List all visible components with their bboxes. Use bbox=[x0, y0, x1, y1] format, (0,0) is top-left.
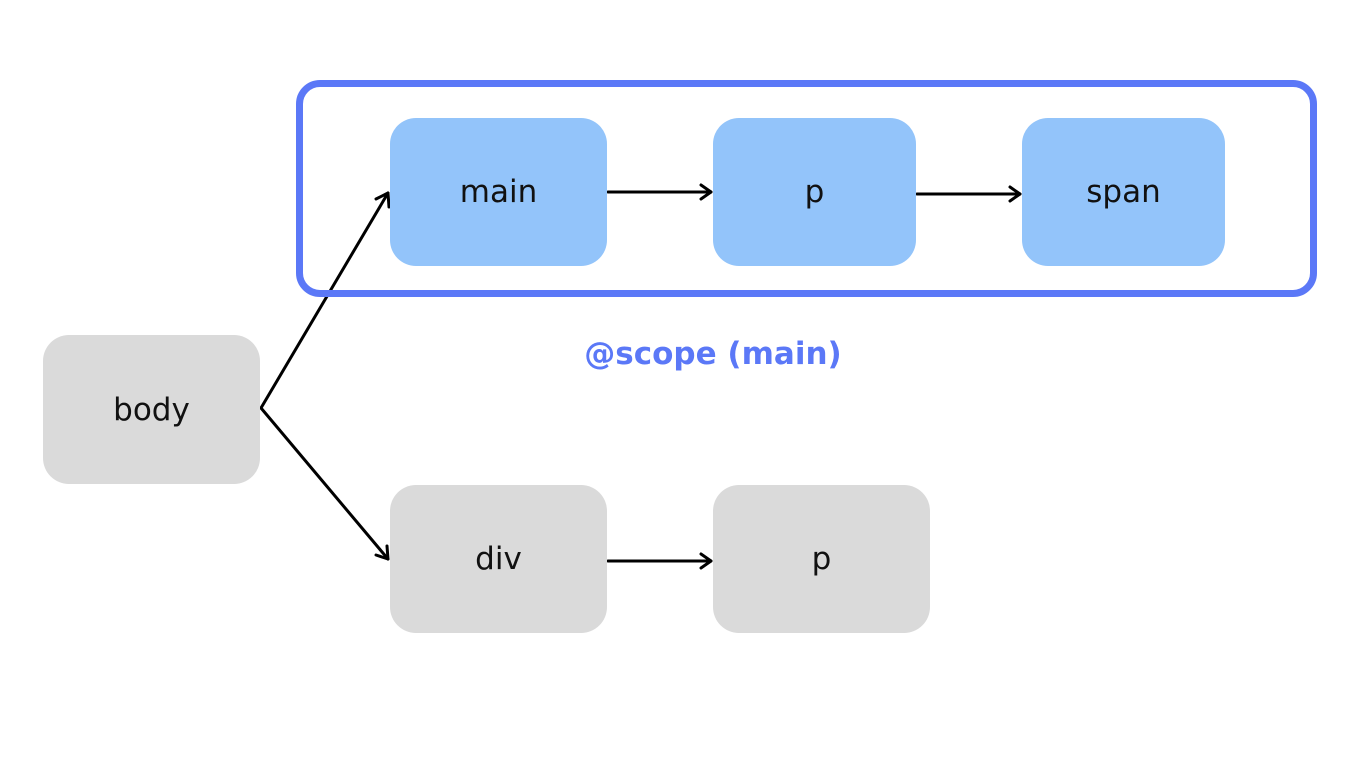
node-div-label: div bbox=[475, 541, 522, 577]
node-span-label: span bbox=[1086, 174, 1161, 210]
node-div-p: p bbox=[713, 485, 930, 633]
node-main-p: p bbox=[713, 118, 916, 266]
edge-body-div bbox=[259, 406, 390, 561]
node-main-label: main bbox=[459, 174, 538, 210]
scope-label: @scope (main) bbox=[584, 336, 842, 372]
node-span: span bbox=[1022, 118, 1225, 266]
node-main: main bbox=[390, 118, 607, 266]
node-div: div bbox=[390, 485, 607, 633]
scope-boundary bbox=[296, 80, 1317, 297]
edge-div-p bbox=[606, 552, 713, 570]
node-body-label: body bbox=[113, 391, 190, 428]
node-body: body bbox=[43, 335, 260, 484]
node-div-p-label: p bbox=[811, 541, 832, 577]
node-main-p-label: p bbox=[804, 174, 825, 210]
